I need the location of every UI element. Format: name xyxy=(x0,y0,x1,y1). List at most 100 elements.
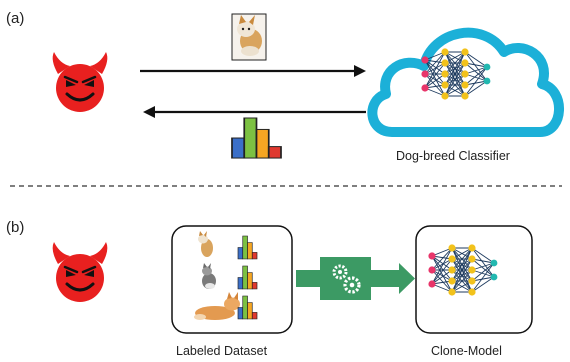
network-node xyxy=(448,266,456,274)
network-edge xyxy=(464,66,488,86)
network-node xyxy=(441,92,449,100)
network-edge xyxy=(431,269,453,293)
network-edge xyxy=(431,247,453,285)
attacker-devil-icon-b xyxy=(51,240,109,304)
network-node xyxy=(448,288,456,296)
network-edge xyxy=(424,73,446,89)
network-node xyxy=(421,56,429,64)
panel-b-label: (b) xyxy=(6,219,25,236)
dataset-cat-photo-icon xyxy=(194,292,240,320)
network-edge xyxy=(424,62,446,75)
network-edge xyxy=(464,51,488,68)
network-edge xyxy=(424,51,446,75)
network-edge xyxy=(444,51,466,64)
network-node xyxy=(428,252,436,260)
response-arrow xyxy=(143,106,366,118)
network-edge xyxy=(451,258,473,293)
network-edge xyxy=(424,51,446,89)
labeled-dataset-caption: Labeled Dataset xyxy=(176,344,268,358)
network-edge xyxy=(471,262,495,282)
network-edge xyxy=(424,59,446,75)
network-edge xyxy=(464,66,488,97)
network-edge xyxy=(444,62,466,97)
query-cat-photo-icon xyxy=(231,13,267,61)
network-edge xyxy=(424,59,446,86)
network-node xyxy=(448,255,456,263)
network-node xyxy=(490,273,498,281)
network-edge xyxy=(464,62,488,68)
network-edge xyxy=(431,255,453,293)
clone-model-caption: Clone-Model xyxy=(431,344,502,358)
panel-a-label: (a) xyxy=(6,10,25,27)
network-edge xyxy=(464,80,488,97)
network-edge xyxy=(471,262,495,271)
network-edge xyxy=(471,276,495,282)
network-node xyxy=(468,244,476,252)
network-node xyxy=(428,266,436,274)
network-edge xyxy=(471,262,495,293)
gears-icon xyxy=(332,264,361,294)
network-node xyxy=(441,48,449,56)
network-node xyxy=(483,77,491,85)
network-edge xyxy=(451,247,473,293)
network-edge xyxy=(431,255,453,271)
network-node xyxy=(421,70,429,78)
clone-neural-network-icon xyxy=(428,244,498,296)
network-node xyxy=(461,59,469,67)
cloud-classifier-caption: Dog-breed Classifier xyxy=(396,149,510,163)
network-edge xyxy=(444,84,466,97)
network-edge xyxy=(431,258,453,285)
training-arrow xyxy=(296,257,415,300)
network-edge xyxy=(424,62,446,89)
labeled-dataset-box xyxy=(171,225,293,334)
network-edge xyxy=(471,269,495,278)
response-bar-chart-icon xyxy=(231,117,282,159)
network-edge xyxy=(451,247,473,260)
network-edge xyxy=(464,80,488,86)
query-arrow xyxy=(140,65,366,77)
network-edge xyxy=(444,51,466,75)
network-node xyxy=(468,277,476,285)
network-edge xyxy=(471,276,495,293)
network-edge xyxy=(431,269,453,285)
network-edge xyxy=(431,258,453,271)
network-edge xyxy=(471,247,495,278)
network-edge xyxy=(471,258,495,278)
network-node xyxy=(441,59,449,67)
network-node xyxy=(448,244,456,252)
network-node xyxy=(490,259,498,267)
network-node xyxy=(448,277,456,285)
network-edge xyxy=(451,247,473,271)
cloud-neural-network-icon xyxy=(421,48,491,100)
network-node xyxy=(468,288,476,296)
attacker-devil-icon-a xyxy=(51,50,109,114)
network-edge xyxy=(471,247,495,264)
network-node xyxy=(441,81,449,89)
network-edge xyxy=(451,269,473,293)
dataset-cat-photo-icon xyxy=(198,231,213,257)
network-edge xyxy=(431,255,453,282)
network-edge xyxy=(464,66,488,75)
network-edge xyxy=(464,73,488,82)
network-edge xyxy=(424,73,446,86)
network-node xyxy=(421,84,429,92)
network-node xyxy=(441,70,449,78)
network-node xyxy=(461,81,469,89)
network-node xyxy=(468,266,476,274)
network-edge xyxy=(424,59,446,97)
network-edge xyxy=(464,62,488,82)
network-edge xyxy=(431,269,453,282)
network-node xyxy=(468,255,476,263)
network-node xyxy=(483,63,491,71)
network-edge xyxy=(424,73,446,97)
network-edge xyxy=(451,247,473,282)
network-edge xyxy=(431,247,453,271)
network-edge xyxy=(471,258,495,264)
network-edge xyxy=(451,280,473,293)
dataset-cat-photo-icon xyxy=(202,263,216,289)
network-node xyxy=(461,48,469,56)
network-edge xyxy=(444,73,466,97)
network-node xyxy=(428,280,436,288)
